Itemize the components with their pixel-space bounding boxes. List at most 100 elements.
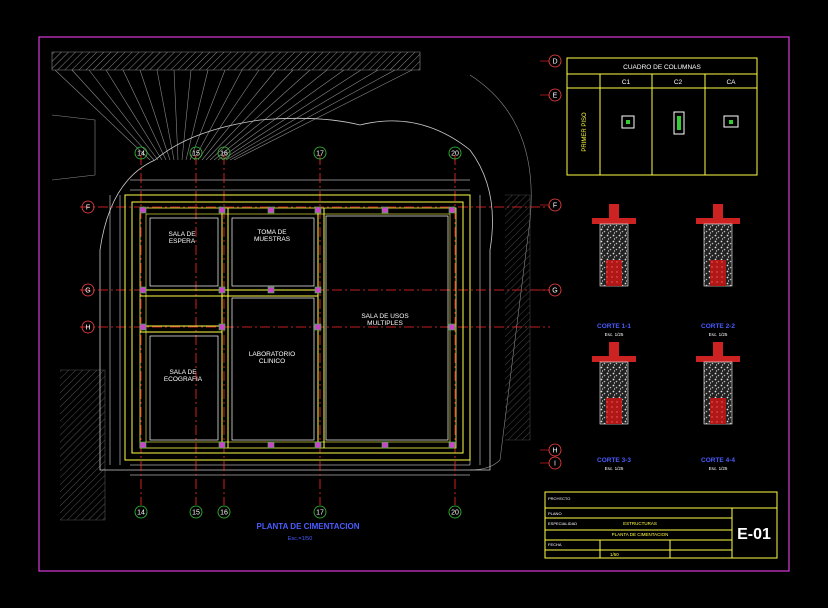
right-axis-bubble xyxy=(548,198,562,212)
site-hatch-line xyxy=(193,69,243,161)
title-row-fecha: FECHA xyxy=(548,542,562,547)
site-hatch-line xyxy=(233,69,413,161)
site-hatch-line xyxy=(213,69,328,161)
site-hatch-line xyxy=(139,69,171,161)
plan-title: PLANTA DE CIMENTACION xyxy=(257,522,360,531)
grid-axis-label: 16 xyxy=(220,151,228,158)
room-label-line: TOMA DE xyxy=(257,229,287,236)
column-header-ca: CA xyxy=(726,79,736,86)
section-slab xyxy=(592,356,636,362)
grid-axis-label: H xyxy=(85,325,90,332)
section-label: CORTE 4-4 xyxy=(701,457,735,464)
grid-axis-bubble xyxy=(134,146,148,160)
grid-axis-bubble xyxy=(81,320,95,334)
site-hatch-line xyxy=(209,69,311,161)
foundation-column xyxy=(267,441,275,449)
foundation-column xyxy=(218,286,226,294)
foundation-column xyxy=(314,441,322,449)
column-markers xyxy=(139,206,456,449)
site-hatch-line xyxy=(54,69,151,161)
site-hatch-line xyxy=(189,69,226,161)
site-hatch-line xyxy=(229,69,396,161)
section-label: CORTE 2-2 xyxy=(701,323,735,330)
section-base xyxy=(606,398,622,424)
room-label-line: MULTIPLES xyxy=(367,320,403,327)
room-label-line: SALA DE xyxy=(168,231,196,238)
site-hatch-line xyxy=(122,69,167,161)
grid-axis-bubble xyxy=(313,505,327,519)
grid-axis-label: 20 xyxy=(451,151,459,158)
sheet-border xyxy=(38,36,790,572)
grid-axis-label: 17 xyxy=(316,151,324,158)
foundation-column xyxy=(267,286,275,294)
right-axis-bubble xyxy=(548,54,562,68)
section-base xyxy=(606,260,622,286)
grid-axis-bubble xyxy=(81,283,95,297)
foundation-column xyxy=(218,441,226,449)
room-label-line: ECOGRAFIA xyxy=(164,376,203,383)
site-hatch-line xyxy=(185,69,209,161)
site-hatch-line xyxy=(71,69,155,161)
foundation-column xyxy=(448,323,456,331)
site-hatch-line xyxy=(225,69,379,161)
foundation-column xyxy=(381,441,389,449)
section-slab xyxy=(696,218,740,224)
site-hatch-line xyxy=(156,69,175,161)
foundation-column xyxy=(314,206,322,214)
site-hatch-line xyxy=(105,69,163,161)
column-schedule-title: CUADRO DE COLUMNAS xyxy=(623,64,701,71)
room-label-line: ESPERA xyxy=(169,238,196,245)
site-hatch-line xyxy=(205,69,294,161)
grid-axis-bubble xyxy=(134,505,148,519)
foundation-column xyxy=(314,323,322,331)
right-axis-bubble xyxy=(548,283,562,297)
title-row-plano: PLANO xyxy=(548,511,562,516)
room-label-line: MUESTRAS xyxy=(254,236,291,243)
horizontal-grid-axes: FGH xyxy=(80,200,550,334)
foundation-column xyxy=(139,286,147,294)
grid-axis-label: 15 xyxy=(192,151,200,158)
site-hatch-line xyxy=(217,69,345,161)
section-scale: Esc. 1/25 xyxy=(605,332,624,337)
section-wall xyxy=(713,204,723,218)
column-row-label: PRIMER PISO xyxy=(582,112,588,152)
section-slab xyxy=(592,218,636,224)
right-axis-label: G xyxy=(552,288,557,295)
grid-axis-bubble xyxy=(189,146,203,160)
right-axis-bubble xyxy=(548,443,562,457)
right-axis-label: D xyxy=(552,59,557,66)
grid-axis-label: 16 xyxy=(220,510,228,517)
column-header-c2: C2 xyxy=(674,79,683,86)
foundation-column xyxy=(218,206,226,214)
column-schedule: CUADRO DE COLUMNAS C1 C2 CA PRIMER PISO xyxy=(566,57,758,176)
section-label: CORTE 1-1 xyxy=(597,323,631,330)
grid-axis-label: 14 xyxy=(137,510,145,517)
foundation-column xyxy=(139,441,147,449)
right-axis-label: H xyxy=(552,448,557,455)
title-specialty: ESTRUCTURAS xyxy=(623,521,657,526)
grid-axis-label: 14 xyxy=(137,151,145,158)
room-label-line: SALA DE xyxy=(169,369,197,376)
room-label-line: LABORATORIO xyxy=(249,351,295,358)
foundation-column xyxy=(448,206,456,214)
title-scale: 1/50 xyxy=(610,552,619,557)
section-wall xyxy=(609,204,619,218)
grid-axis-bubble xyxy=(448,505,462,519)
foundation-column xyxy=(448,441,456,449)
grid-axis-bubble xyxy=(217,505,231,519)
grid-axis-label: 20 xyxy=(451,510,459,517)
title-block: PROYECTO PLANO ESPECIALIDAD FECHA ESTRUC… xyxy=(544,491,778,559)
title-sheet-title: PLANTA DE CIMENTACION xyxy=(612,532,669,537)
plan-scale: Esc.=1/50 xyxy=(288,536,313,542)
site-hatch-line xyxy=(201,69,277,161)
grid-axis-bubble xyxy=(313,146,327,160)
foundation-column xyxy=(139,206,147,214)
right-axis-bubble xyxy=(548,456,562,470)
